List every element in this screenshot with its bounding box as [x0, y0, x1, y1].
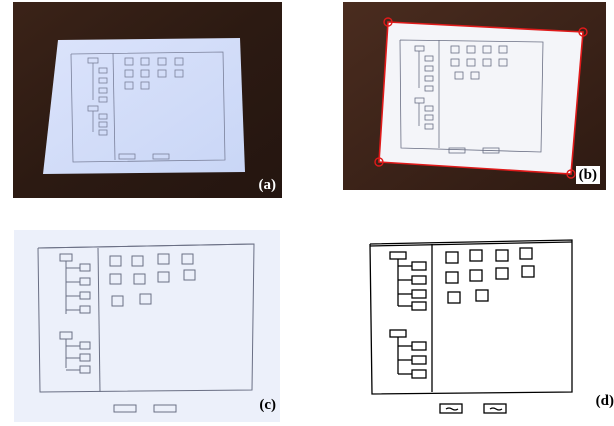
panel-b-detection: (b): [343, 2, 606, 190]
panel-b-label: (b): [575, 166, 600, 184]
photo-a-image: [13, 2, 282, 198]
corner-markers: [374, 17, 588, 179]
detected-outline: [378, 21, 584, 175]
photo-d-image: [360, 232, 614, 422]
panel-d-label: (d): [595, 393, 614, 409]
photo-b-image: [343, 2, 606, 190]
panel-a-photo: (a): [13, 2, 282, 198]
panel-c-label: (c): [259, 397, 276, 413]
panel-d-binarized: (d): [360, 232, 614, 422]
panel-c-rectified: (c): [14, 230, 280, 422]
photo-c-image: [14, 230, 280, 422]
panel-a-label: (a): [258, 177, 277, 193]
